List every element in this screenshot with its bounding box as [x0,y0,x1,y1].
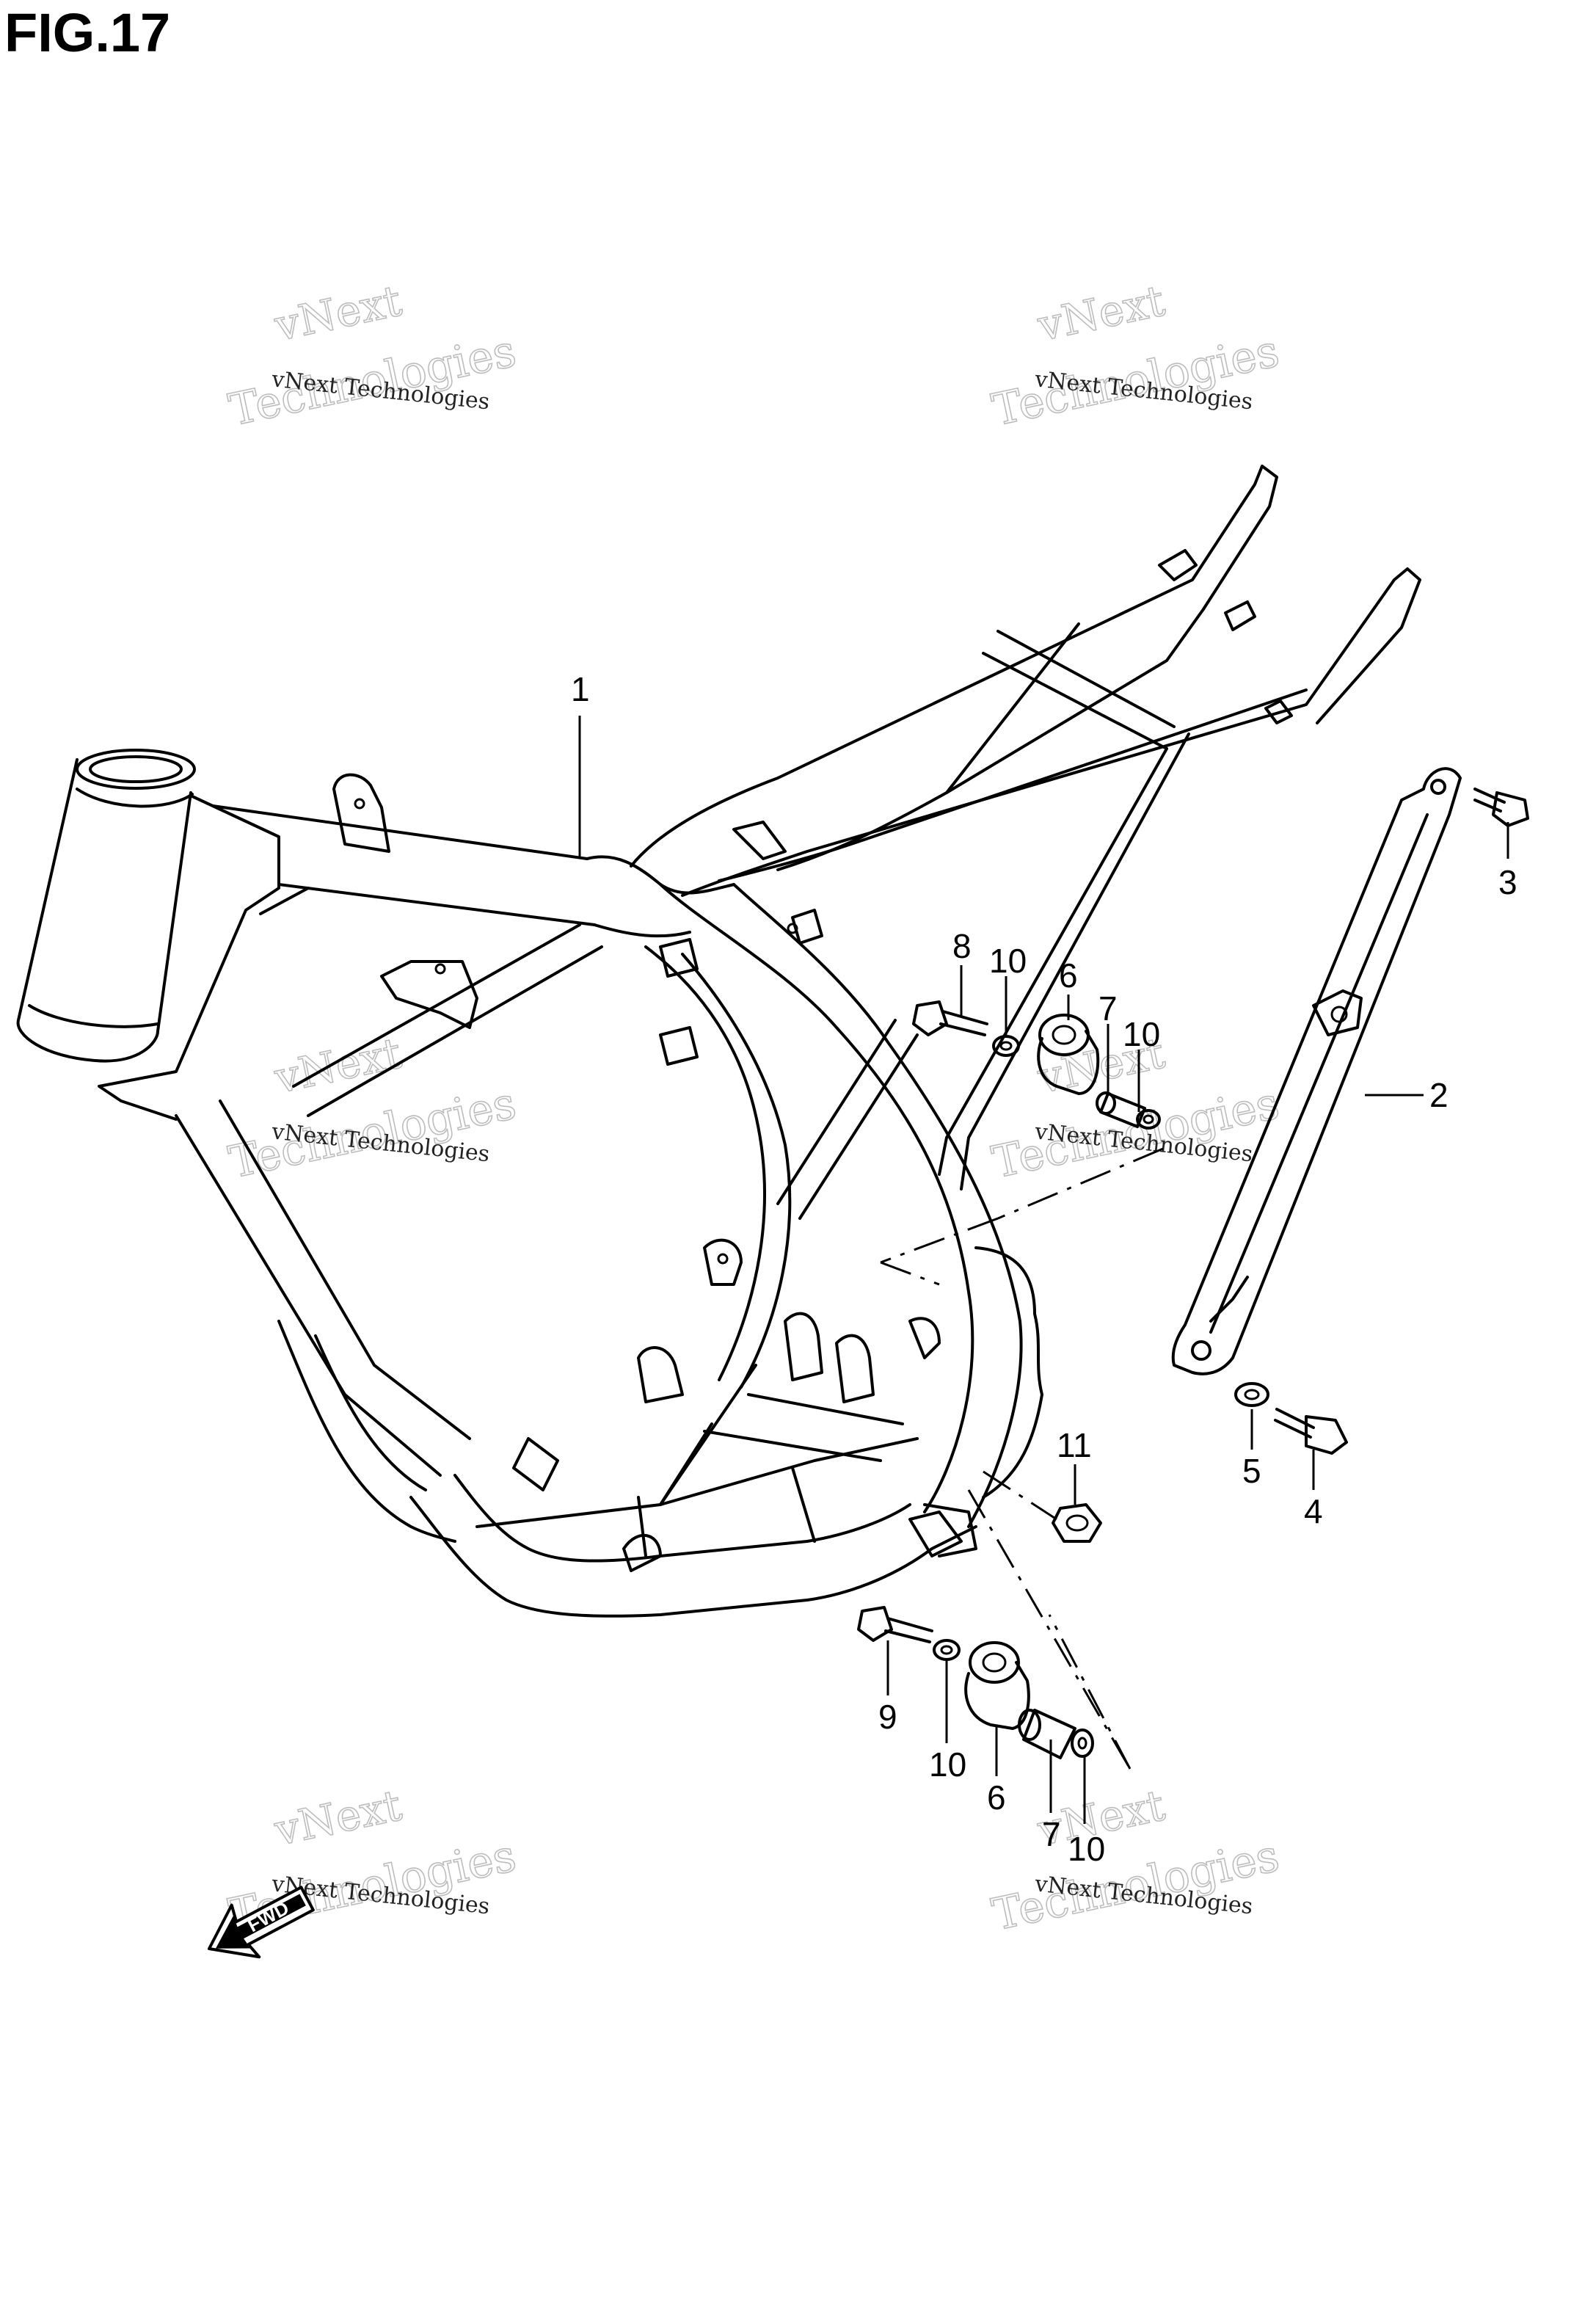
svg-text:vNext: vNext [270,275,406,351]
watermark-3: vNext Technologies vNext Technologies [224,1027,521,1189]
leader-lines [578,716,1509,1824]
callout-6b: 6 [987,1778,1006,1817]
callout-10a: 10 [989,942,1027,980]
watermark-1: vNext Technologies vNext Technologies [224,275,521,437]
bolt-4 [1274,1408,1348,1455]
washer-5 [1234,1382,1269,1407]
callout-5: 5 [1242,1452,1261,1490]
callout-1: 1 [571,670,590,708]
collar-7-upper [1096,1091,1146,1128]
watermark-2: vNext Technologies vNext Technologies [987,275,1284,437]
bolt-8 [912,1000,988,1036]
callout-labels: 1 2 3 4 5 6 6 7 7 8 9 10 10 10 10 11 [571,670,1517,1868]
assembly-centerlines [880,1147,1164,1770]
nut-11 [1052,1503,1102,1543]
washer-10-lower-left [933,1639,961,1661]
collar-7-lower [1018,1709,1076,1759]
callout-10b: 10 [1123,1015,1160,1053]
seat-rail-brace [1171,767,1462,1375]
callout-10d: 10 [1068,1830,1105,1868]
bolt-9 [857,1606,933,1643]
callout-4: 4 [1304,1492,1323,1530]
damper-6-upper [1037,1014,1100,1095]
main-frame [16,465,1421,1618]
watermark-6: vNext Technologies vNext Technologies [987,1779,1284,1941]
callout-9: 9 [878,1698,897,1736]
callout-6a: 6 [1059,956,1078,995]
callout-2: 2 [1429,1076,1449,1114]
washer-10-lower-right [1071,1728,1094,1758]
damper-6-lower [964,1641,1030,1730]
svg-text:vNext: vNext [270,1780,406,1855]
svg-text:vNext: vNext [270,1028,406,1103]
callout-3: 3 [1498,863,1517,901]
svg-text:vNext: vNext [1033,275,1169,351]
callout-10c: 10 [929,1745,966,1784]
callout-7b: 7 [1042,1815,1061,1853]
callout-7a: 7 [1098,989,1118,1028]
callout-11: 11 [1057,1426,1092,1464]
washer-10-upper-right [1136,1109,1161,1130]
washer-10-upper [992,1035,1020,1057]
bolt-3 [1473,788,1529,827]
figure-title: FIG.17 [4,2,171,63]
callout-8: 8 [952,927,972,965]
